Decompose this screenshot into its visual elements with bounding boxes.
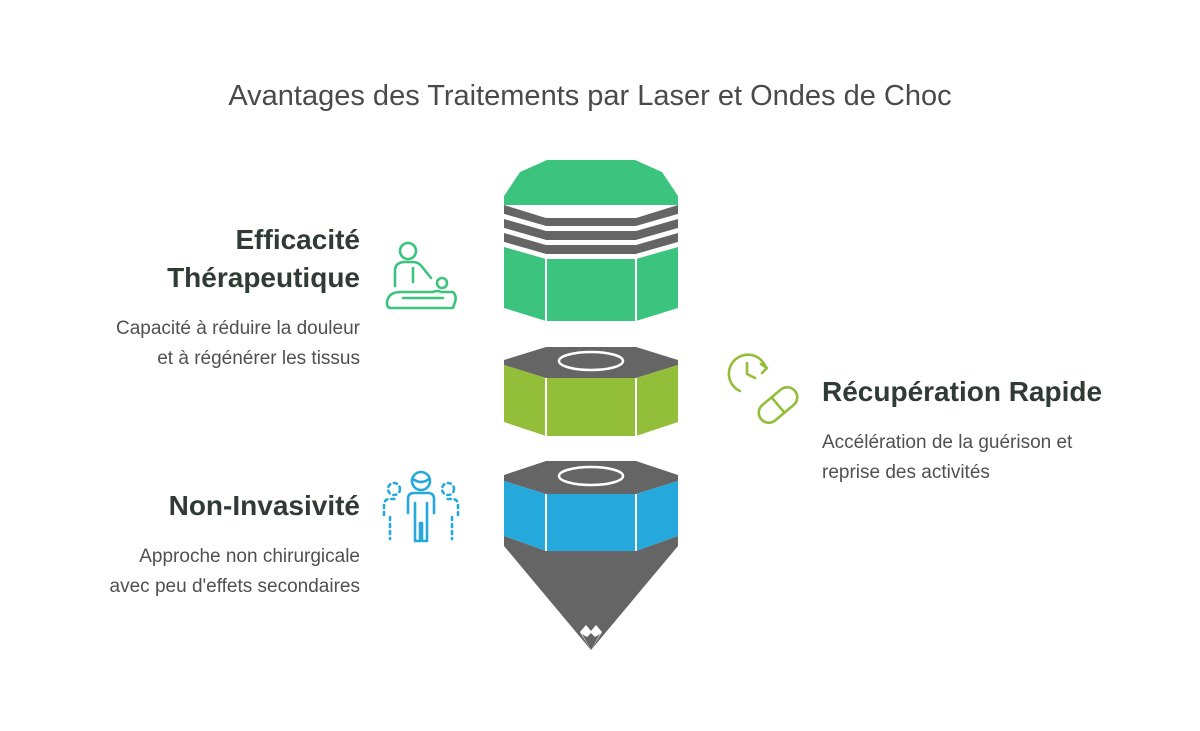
- desc-recuperation: Accélération de la guérison et reprise d…: [822, 428, 1182, 488]
- heading-efficacite-line2: Thérapeutique: [167, 262, 360, 293]
- prism-tip: [504, 536, 678, 650]
- desc-recuperation-line2: reprise des activités: [822, 462, 990, 483]
- desc-recuperation-line1: Accélération de la guérison et: [822, 432, 1073, 453]
- desc-efficacite-line2: et à régénérer les tissus: [157, 348, 360, 369]
- diagram-title: Avantages des Traitements par Laser et O…: [228, 80, 952, 112]
- prism-segment-non-invasivite: [504, 461, 678, 551]
- desc-efficacite-line1: Capacité à réduire la douleur: [116, 318, 360, 339]
- prism-segment-efficacite: [504, 160, 678, 321]
- heading-efficacite: Efficacité Thérapeutique: [120, 221, 360, 297]
- desc-efficacite: Capacité à réduire la douleur et à régén…: [20, 314, 360, 374]
- person-group-icon: [382, 470, 460, 543]
- massage-therapy-icon: [385, 241, 457, 310]
- prism-segment-recuperation: [504, 347, 678, 436]
- desc-non-invasivite-line2: avec peu d'effets secondaires: [109, 576, 360, 597]
- desc-non-invasivite: Approche non chirurgicale avec peu d'eff…: [20, 542, 360, 602]
- heading-non-invasivite: Non-Invasivité: [168, 490, 360, 521]
- clock-pill-icon: [727, 353, 799, 425]
- desc-non-invasivite-line1: Approche non chirurgicale: [139, 546, 360, 567]
- heading-recuperation: Récupération Rapide: [822, 376, 1103, 407]
- heading-efficacite-line1: Efficacité: [235, 224, 361, 255]
